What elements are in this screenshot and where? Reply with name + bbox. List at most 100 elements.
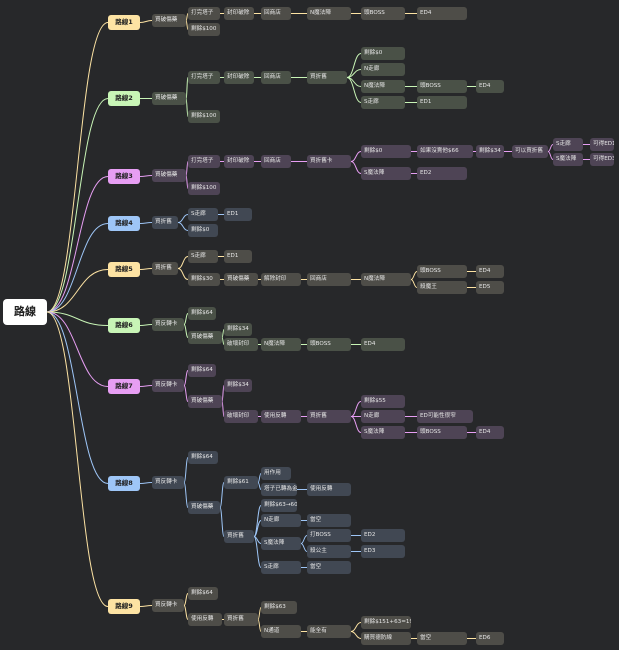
route-2-node: 剩餘$100: [188, 110, 220, 123]
route-1-node: ED4: [417, 7, 467, 20]
branch-line: [139, 268, 153, 270]
route-7-node: N走廊: [361, 410, 405, 423]
route-2-node: 回商店: [261, 71, 291, 84]
route-8-node: 剩餘$63→60: [261, 499, 297, 512]
branch-line: [257, 619, 262, 632]
route-5-node: 剩餘$30: [188, 273, 220, 286]
branch-line: [185, 98, 189, 117]
branch-line: [139, 222, 153, 224]
route-3-node: 封印破除: [224, 155, 254, 168]
branch-line: [139, 605, 153, 607]
branch-line: [183, 482, 189, 508]
branch-line: [183, 324, 189, 338]
route-3-node: 買破傷藥: [152, 169, 186, 182]
route-9-node: 使用反轉: [188, 613, 222, 626]
route-7-node: S魔法陣: [361, 426, 405, 439]
route-6-node: 頭BOSS: [307, 338, 351, 351]
branch-line: [139, 20, 153, 23]
branch-line: [177, 268, 189, 280]
route-6-node: 買反轉卡: [152, 318, 184, 331]
route-6-node: ED4: [361, 338, 405, 351]
route-8-node: 打BOSS: [307, 529, 351, 542]
route-3-node: 打完塔子: [188, 155, 220, 168]
route-9-node: 當空: [417, 632, 467, 645]
root-branch-line: [46, 311, 109, 607]
route-1-node: 剩餘$100: [188, 23, 220, 36]
root-branch-line: [46, 98, 109, 313]
route-6-node: N魔法陣: [261, 338, 301, 351]
branch-line: [257, 482, 262, 490]
branch-line: [139, 482, 153, 484]
route-8-node: S走廊: [261, 561, 301, 574]
route-2-node: S走廊: [361, 96, 405, 109]
route-3-node: 可得ED3: [590, 153, 614, 166]
route-5-node: N魔法陣: [361, 273, 411, 286]
branch-line: [139, 175, 153, 177]
root-branch-line: [46, 311, 109, 326]
root-branch-line: [46, 176, 109, 313]
branch-line: [219, 507, 225, 537]
route-2: 路線2: [108, 91, 140, 106]
route-2-node: N走廊: [361, 63, 405, 76]
route-3-node: 買折舊卡: [307, 155, 351, 168]
route-5-node: ED4: [476, 265, 504, 278]
route-8-node: S魔法陣: [261, 537, 301, 550]
route-3-node: S走廊: [553, 138, 583, 151]
route-1-node: 封印破除: [224, 7, 254, 20]
route-4-node: ED1: [224, 208, 252, 221]
route-2-node: ED1: [417, 96, 467, 109]
branch-line: [547, 151, 554, 160]
branch-line: [221, 401, 225, 417]
branch-line: [139, 385, 153, 387]
route-2-node: 剩餘$0: [361, 47, 405, 60]
route-9-node: 剩餘$64: [188, 587, 218, 600]
route-9-node: 剩餘$151+63=194: [361, 616, 411, 629]
route-2-node: 買折舊: [307, 71, 347, 84]
route-7-node: 破壞封印: [224, 410, 258, 423]
branch-line: [177, 214, 189, 223]
route-4-node: S走廊: [188, 208, 218, 221]
route-8-node: ED3: [361, 545, 405, 558]
branch-line: [346, 77, 362, 103]
branch-line: [253, 536, 262, 568]
branch-line: [350, 631, 362, 639]
branch-line: [183, 605, 189, 620]
route-5-node: ED5: [476, 281, 504, 294]
route-8-node: ED2: [361, 529, 405, 542]
route-8-node: 買折舊: [224, 530, 254, 543]
branch-line: [221, 337, 225, 345]
branch-line: [410, 279, 418, 288]
route-3-node: 可以買折舊: [512, 145, 548, 158]
branch-line: [185, 20, 189, 30]
route-6-node: 剩餘$34: [224, 323, 252, 336]
route-7-node: 頭BOSS: [417, 426, 467, 439]
route-7-node: 剩餘$34: [224, 379, 252, 392]
route-7-node: 買反轉卡: [152, 379, 184, 392]
root-branch-line: [46, 223, 109, 313]
branch-line: [177, 222, 189, 231]
route-9-node: 購買德防線: [361, 632, 411, 645]
branch-line: [350, 151, 362, 162]
route-2-node: ED4: [476, 80, 504, 93]
branch-line: [300, 543, 308, 552]
route-4-node: 剩餘$0: [188, 224, 218, 237]
route-8-node: 當空: [307, 561, 351, 574]
route-4: 路線4: [108, 216, 140, 231]
route-8: 路線8: [108, 476, 140, 491]
route-2-node: 打完塔子: [188, 71, 220, 84]
route-9-node: N通道: [261, 625, 301, 638]
branch-line: [219, 482, 225, 508]
route-6-node: 買破傷藥: [188, 331, 222, 344]
route-5-node: 殺魔王: [417, 281, 467, 294]
route-8-node: 用作用: [261, 467, 291, 480]
route-8-node: 當空: [307, 514, 351, 527]
route-3-node: S魔法陣: [553, 153, 583, 166]
route-1-node: 回商店: [261, 7, 291, 20]
route-8-node: 剩餘$64: [188, 451, 218, 464]
route-8-node: 使用反轉: [307, 483, 351, 496]
branch-line: [350, 401, 362, 417]
route-8-node: N走廊: [261, 514, 301, 527]
route-3: 路線3: [108, 169, 140, 184]
route-9: 路線9: [108, 599, 140, 614]
